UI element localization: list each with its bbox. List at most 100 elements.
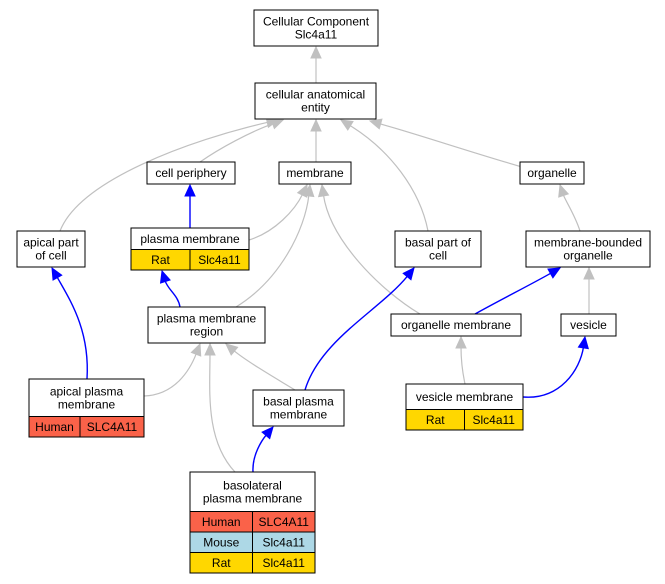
- node-label: plasma membrane: [140, 232, 240, 246]
- edge-membrane-to-cae: [310, 118, 322, 163]
- gene-label: Slc4a11: [263, 535, 306, 549]
- node-box: [394, 230, 482, 268]
- edge-arrowhead: [302, 183, 315, 198]
- species-label: Mouse: [203, 535, 239, 549]
- node-label: basal part of: [405, 236, 472, 250]
- edge-arrowhead: [577, 335, 589, 350]
- species-label: Rat: [151, 253, 170, 267]
- node-label: membrane: [286, 166, 344, 180]
- node-box: [253, 9, 379, 47]
- edge-line: [209, 353, 236, 473]
- gene-label: SLC4A11: [259, 515, 310, 529]
- node-box: [560, 313, 617, 337]
- node-label: cell periphery: [155, 166, 226, 180]
- edge-line: [233, 349, 296, 391]
- edge-arrowhead: [261, 426, 274, 440]
- edge-line: [143, 353, 197, 397]
- edge-arrowhead: [184, 183, 196, 197]
- species-label: Rat: [426, 413, 445, 427]
- edge-line: [474, 272, 552, 315]
- edges-layer: [51, 45, 595, 473]
- edge-plasma-membrane-to-periphery: [184, 183, 196, 229]
- edge-pmr-to-plasma-membrane: [159, 269, 181, 308]
- node-label: membrane-bounded: [534, 236, 642, 250]
- node-label: vesicle: [570, 318, 607, 332]
- node-membrane[interactable]: membrane: [278, 161, 352, 185]
- node-label: plasma membrane: [157, 312, 257, 326]
- edge-apical-pm-to-pmr: [143, 342, 202, 397]
- node-label: of cell: [35, 249, 66, 263]
- edge-arrowhead: [310, 45, 322, 59]
- node-label: membrane: [58, 397, 116, 411]
- edge-mbo-to-organelle: [558, 183, 581, 232]
- gene-cell: [252, 552, 316, 574]
- edge-arrowhead: [455, 335, 467, 349]
- node-label: Cellular Component: [263, 15, 370, 29]
- edge-line: [248, 193, 304, 241]
- edge-arrowhead: [558, 183, 570, 198]
- node-label: region: [190, 325, 223, 339]
- edge-line: [164, 280, 181, 308]
- edge-arrowhead: [339, 119, 354, 131]
- edge-vesicle-membrane-to-vesicle: [522, 335, 589, 398]
- edge-basolateral-pm-to-pmr: [204, 342, 236, 473]
- edge-line: [304, 275, 409, 391]
- edge-line: [56, 276, 88, 380]
- node-box: [519, 161, 585, 185]
- edge-line: [460, 346, 466, 385]
- edge-arrowhead: [225, 343, 239, 356]
- node-box: [525, 230, 651, 268]
- node-box: [278, 161, 352, 185]
- node-box: [147, 306, 266, 344]
- edge-line: [199, 122, 274, 163]
- node-label: basal plasma: [263, 395, 334, 409]
- edge-line: [562, 194, 581, 232]
- edge-arrowhead: [159, 269, 171, 284]
- node-box: [16, 230, 86, 268]
- edge-arrowhead: [190, 342, 202, 357]
- gene-cell: [79, 416, 145, 438]
- edge-basal-pm-to-pmr: [225, 343, 296, 391]
- gene-cell: [464, 409, 524, 431]
- node-label: organelle: [563, 249, 613, 263]
- edge-line: [322, 194, 421, 315]
- edge-arrowhead: [51, 266, 63, 281]
- node-label: entity: [301, 101, 330, 115]
- node-label: plasma membrane: [203, 491, 303, 505]
- node-label: organelle: [527, 166, 577, 180]
- edge-line: [379, 123, 523, 168]
- edge-basolateral-pm-to-basal-pm: [252, 426, 274, 473]
- node-box: [254, 82, 377, 120]
- node-box: [252, 389, 345, 427]
- node-vesicle[interactable]: vesicle: [560, 313, 617, 337]
- species-label: Human: [202, 515, 241, 529]
- node-label: apical part: [23, 236, 79, 250]
- gene-cell: [189, 249, 250, 271]
- edge-line: [252, 434, 268, 473]
- node-periphery[interactable]: cell periphery: [146, 161, 236, 185]
- node-label: basolateral: [223, 478, 282, 492]
- edge-vesicle-membrane-to-org-membrane: [455, 335, 467, 385]
- edge-line: [349, 124, 429, 232]
- edge-org-membrane-to-membrane: [317, 183, 421, 315]
- gene-label: SLC4A11: [87, 420, 138, 434]
- gene-label: Slc4a11: [198, 253, 241, 267]
- node-organelle[interactable]: organelle: [519, 161, 585, 185]
- edge-arrowhead: [402, 267, 415, 281]
- species-label: Rat: [212, 556, 231, 570]
- node-label: vesicle membrane: [416, 390, 514, 404]
- node-org-membrane[interactable]: organelle membrane: [390, 313, 522, 337]
- edge-arrowhead: [368, 118, 383, 130]
- node-box: [146, 161, 236, 185]
